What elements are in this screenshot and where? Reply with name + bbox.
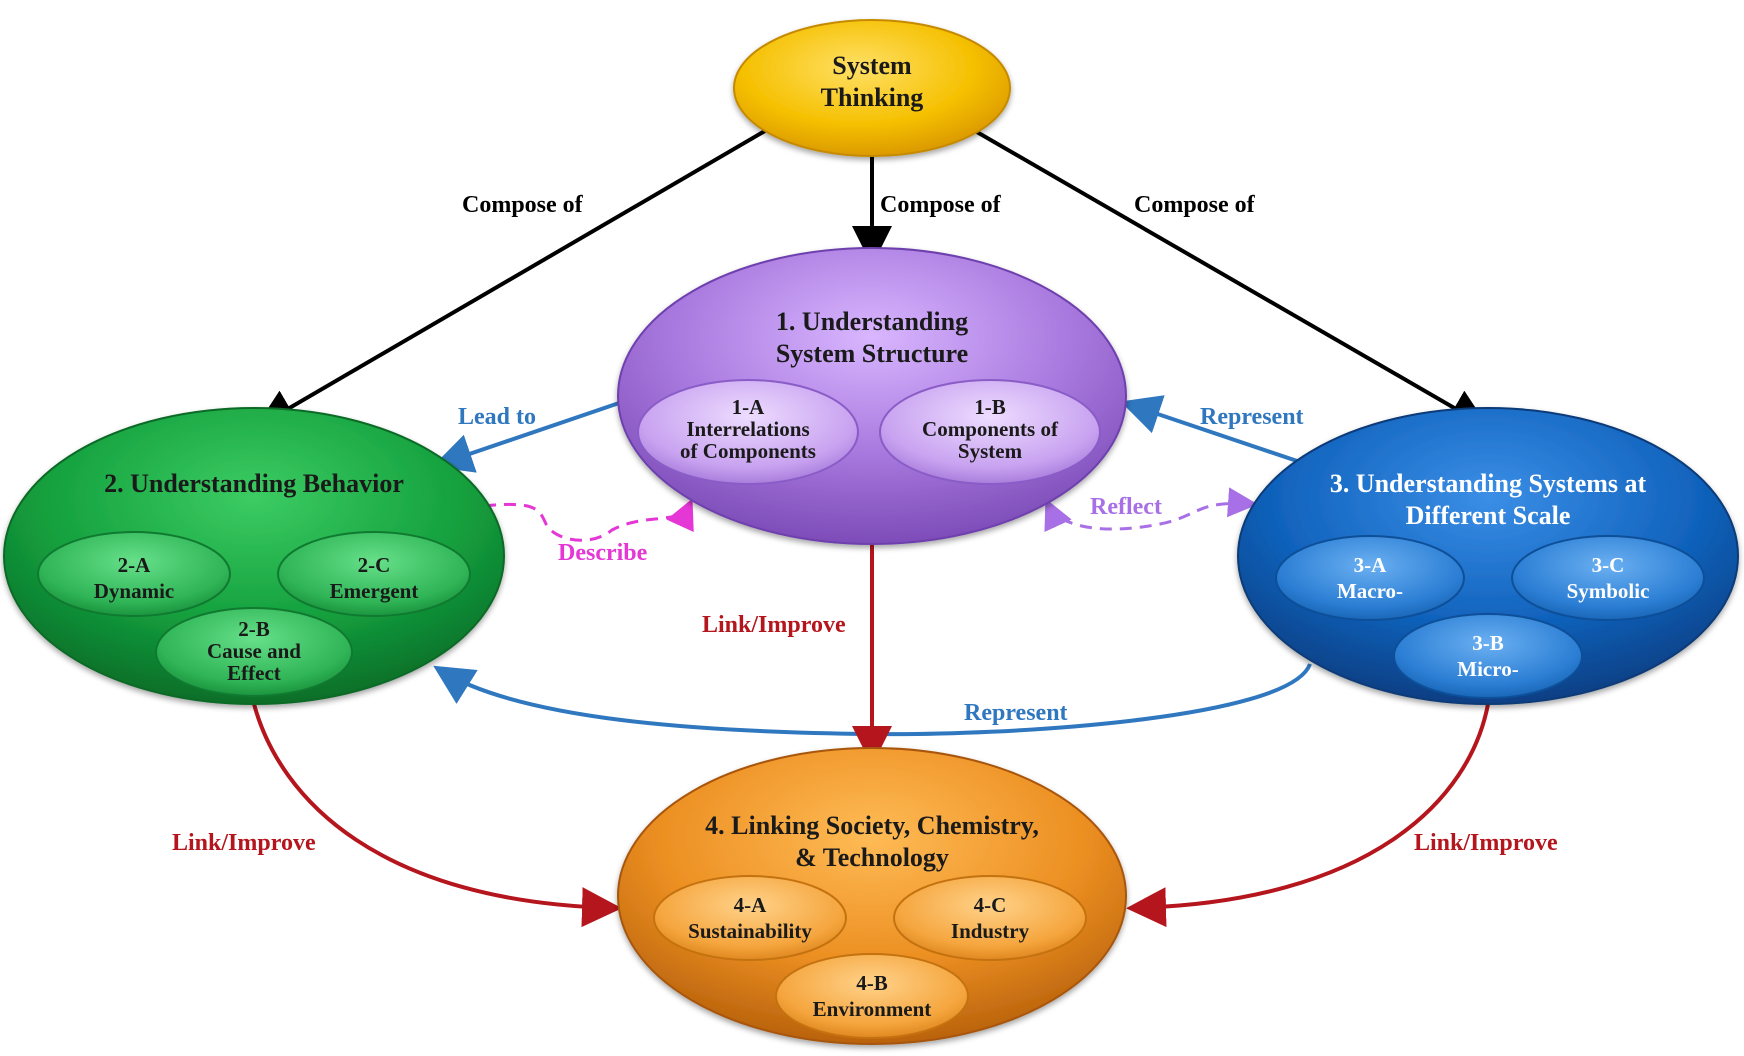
edge-compose-behavior: [255, 126, 772, 429]
subnode-4a-line2: Sustainability: [688, 919, 812, 943]
label-link-left: Link/Improve: [172, 830, 316, 856]
node-scales-title-line2: Different Scale: [1406, 501, 1571, 530]
subnode-1b-line3: System: [958, 439, 1023, 463]
edge-compose-scales: [968, 126, 1489, 429]
subnode-2b-line1: 2-B: [238, 617, 270, 641]
node-structure-title-line1: 1. Understanding: [776, 307, 968, 336]
edge-represent-behavior: [433, 663, 1312, 737]
node-understanding-behavior: 2. Understanding Behavior 2-A Dynamic 2-…: [3, 407, 505, 705]
subnode-3b-line2: Micro-: [1457, 657, 1518, 681]
subnode-3b: 3-B Micro-: [1393, 613, 1583, 699]
label-represent-top: Represent: [1200, 404, 1304, 430]
node-scales-title-line1: 3. Understanding Systems at: [1330, 469, 1647, 498]
subnode-1a-line1: 1-A: [732, 395, 765, 419]
subnode-2a-line1: 2-A: [118, 553, 151, 577]
subnode-1b-line1: 1-B: [974, 395, 1006, 419]
subnode-2c-line1: 2-C: [358, 553, 391, 577]
subnode-2c: 2-C Emergent: [277, 531, 471, 617]
node-society-title-line1: 4. Linking Society, Chemistry,: [705, 811, 1039, 840]
subnode-4b-line1: 4-B: [856, 971, 888, 995]
node-linking-society: 4. Linking Society, Chemistry, & Technol…: [617, 747, 1127, 1045]
edge-lead-to: [432, 400, 623, 473]
subnode-3c-line1: 3-C: [1592, 553, 1625, 577]
subnode-4c: 4-C Industry: [893, 875, 1087, 961]
label-compose-left: Compose of: [462, 192, 584, 218]
subnode-3c-line2: Symbolic: [1567, 579, 1650, 603]
subnode-1a-line3: of Components: [680, 439, 816, 463]
edge-link-behavior-society: [252, 703, 622, 928]
subnode-2c-line2: Emergent: [330, 579, 419, 603]
subnode-1b-line2: Components of: [922, 417, 1059, 441]
label-describe: Describe: [558, 540, 648, 566]
subnode-4c-line2: Industry: [951, 919, 1030, 943]
subnode-4b-line2: Environment: [813, 997, 932, 1021]
edge-link-scales-society: [1126, 703, 1490, 928]
edge-represent-structure: [1120, 395, 1307, 466]
subnode-2a: 2-A Dynamic: [37, 531, 231, 617]
subnode-4b: 4-B Environment: [775, 953, 969, 1039]
label-link-right: Link/Improve: [1414, 830, 1558, 856]
label-compose-right: Compose of: [1134, 192, 1256, 218]
edge-describe: [483, 498, 694, 542]
subnode-3a-line1: 3-A: [1354, 553, 1387, 577]
subnode-4a: 4-A Sustainability: [653, 875, 847, 961]
subnode-2b-line3: Effect: [227, 661, 281, 685]
node-system-thinking-line2: Thinking: [821, 83, 924, 112]
subnode-3c: 3-C Symbolic: [1511, 535, 1705, 621]
subnode-3a: 3-A Macro-: [1275, 535, 1465, 621]
subnode-2a-line2: Dynamic: [94, 579, 175, 603]
subnode-4a-line1: 4-A: [734, 893, 767, 917]
subnode-2b-line2: Cause and: [207, 639, 301, 663]
node-behavior-title: 2. Understanding Behavior: [104, 469, 404, 498]
node-understanding-scales: 3. Understanding Systems at Different Sc…: [1237, 407, 1739, 705]
edge-reflect: [1044, 487, 1258, 533]
subnode-4c-line1: 4-C: [974, 893, 1007, 917]
subnode-3a-line2: Macro-: [1337, 579, 1403, 603]
node-society-title-line2: & Technology: [795, 843, 949, 872]
subnode-3b-line1: 3-B: [1472, 631, 1504, 655]
subnode-1a: 1-A Interrelations of Components: [637, 379, 859, 485]
label-link-mid: Link/Improve: [702, 612, 846, 638]
subnode-2b: 2-B Cause and Effect: [155, 607, 353, 697]
label-compose-mid: Compose of: [880, 192, 1002, 218]
subnode-1b: 1-B Components of System: [879, 379, 1101, 485]
label-represent-bottom: Represent: [964, 700, 1068, 726]
node-system-thinking: System Thinking: [733, 19, 1011, 157]
node-system-thinking-line1: System: [832, 51, 912, 80]
node-structure-title-line2: System Structure: [776, 339, 968, 368]
subnode-1a-line2: Interrelations: [686, 417, 809, 441]
label-reflect: Reflect: [1090, 494, 1162, 520]
node-understanding-structure: 1. Understanding System Structure 1-A In…: [617, 247, 1127, 545]
label-lead-to: Lead to: [458, 404, 536, 430]
